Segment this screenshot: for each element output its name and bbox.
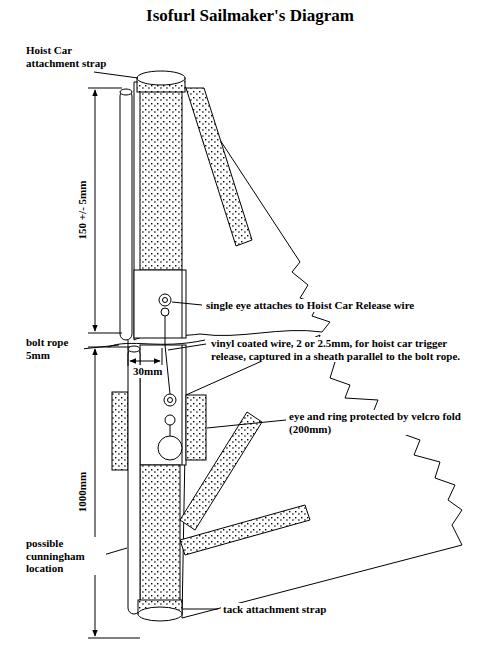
part-label: bolt rope 5mm: [24, 336, 84, 361]
bolt-rope-end: [120, 89, 132, 95]
bolt-rope: [120, 90, 132, 340]
part-label: eye and ring protected by velcro fold (2…: [287, 410, 496, 435]
release-wire: [165, 316, 166, 345]
extension-line: [88, 333, 122, 334]
part-label: tack attachment strap: [221, 603, 328, 616]
wire-ring: [161, 308, 169, 316]
fold-panel: [140, 345, 186, 465]
single-eye: [159, 294, 171, 306]
part-label: single eye attaches to Hoist Car Release…: [204, 299, 416, 312]
part-label: Hoist Car attachment strap: [24, 44, 128, 69]
eye-hole: [163, 298, 168, 303]
leader-line: [172, 302, 202, 305]
extension-line: [162, 348, 163, 366]
note-label: vinyl coated wire, 2 or 2.5mm, for hoist…: [209, 337, 483, 362]
leader-line: [207, 420, 286, 428]
diagram-title: Isofurl Sailmaker's Diagram: [0, 6, 500, 26]
velcro-left: [112, 392, 128, 470]
hoist-strap-end: [137, 71, 185, 85]
leader-line: [183, 609, 218, 610]
small-ring: [165, 415, 175, 425]
luff-line: [182, 270, 183, 338]
luff-panel: [134, 270, 186, 338]
tack-strap-end: [138, 607, 182, 621]
eye-hole: [168, 398, 173, 403]
reinforcement-patch: [180, 412, 262, 530]
bolt-rope: [128, 348, 140, 614]
tabling: [140, 85, 182, 270]
tabling: [140, 465, 180, 605]
lower-assembly: [108, 335, 462, 621]
leader-line: [168, 344, 206, 350]
ring: [158, 436, 182, 460]
extension-line: [88, 638, 140, 639]
diagonal-reinforcement: [186, 88, 252, 246]
ring-link: [170, 425, 171, 436]
release-wire: [165, 345, 170, 394]
dimension-line: [95, 90, 96, 331]
dimension-line: [130, 361, 160, 362]
part-label: possible cunningham location: [24, 537, 106, 575]
extension-line: [128, 340, 129, 366]
dimension-label: 150 +/- 5mm: [76, 179, 89, 242]
eye: [164, 394, 176, 406]
dimension-label: 1000mm: [76, 470, 89, 514]
extension-line: [88, 88, 122, 89]
reinforcement-patch: [180, 505, 310, 555]
velcro-right: [186, 395, 206, 460]
dimension-label: 30mm: [131, 365, 164, 378]
dimension-line: [95, 349, 96, 636]
leader-line: [94, 72, 138, 78]
